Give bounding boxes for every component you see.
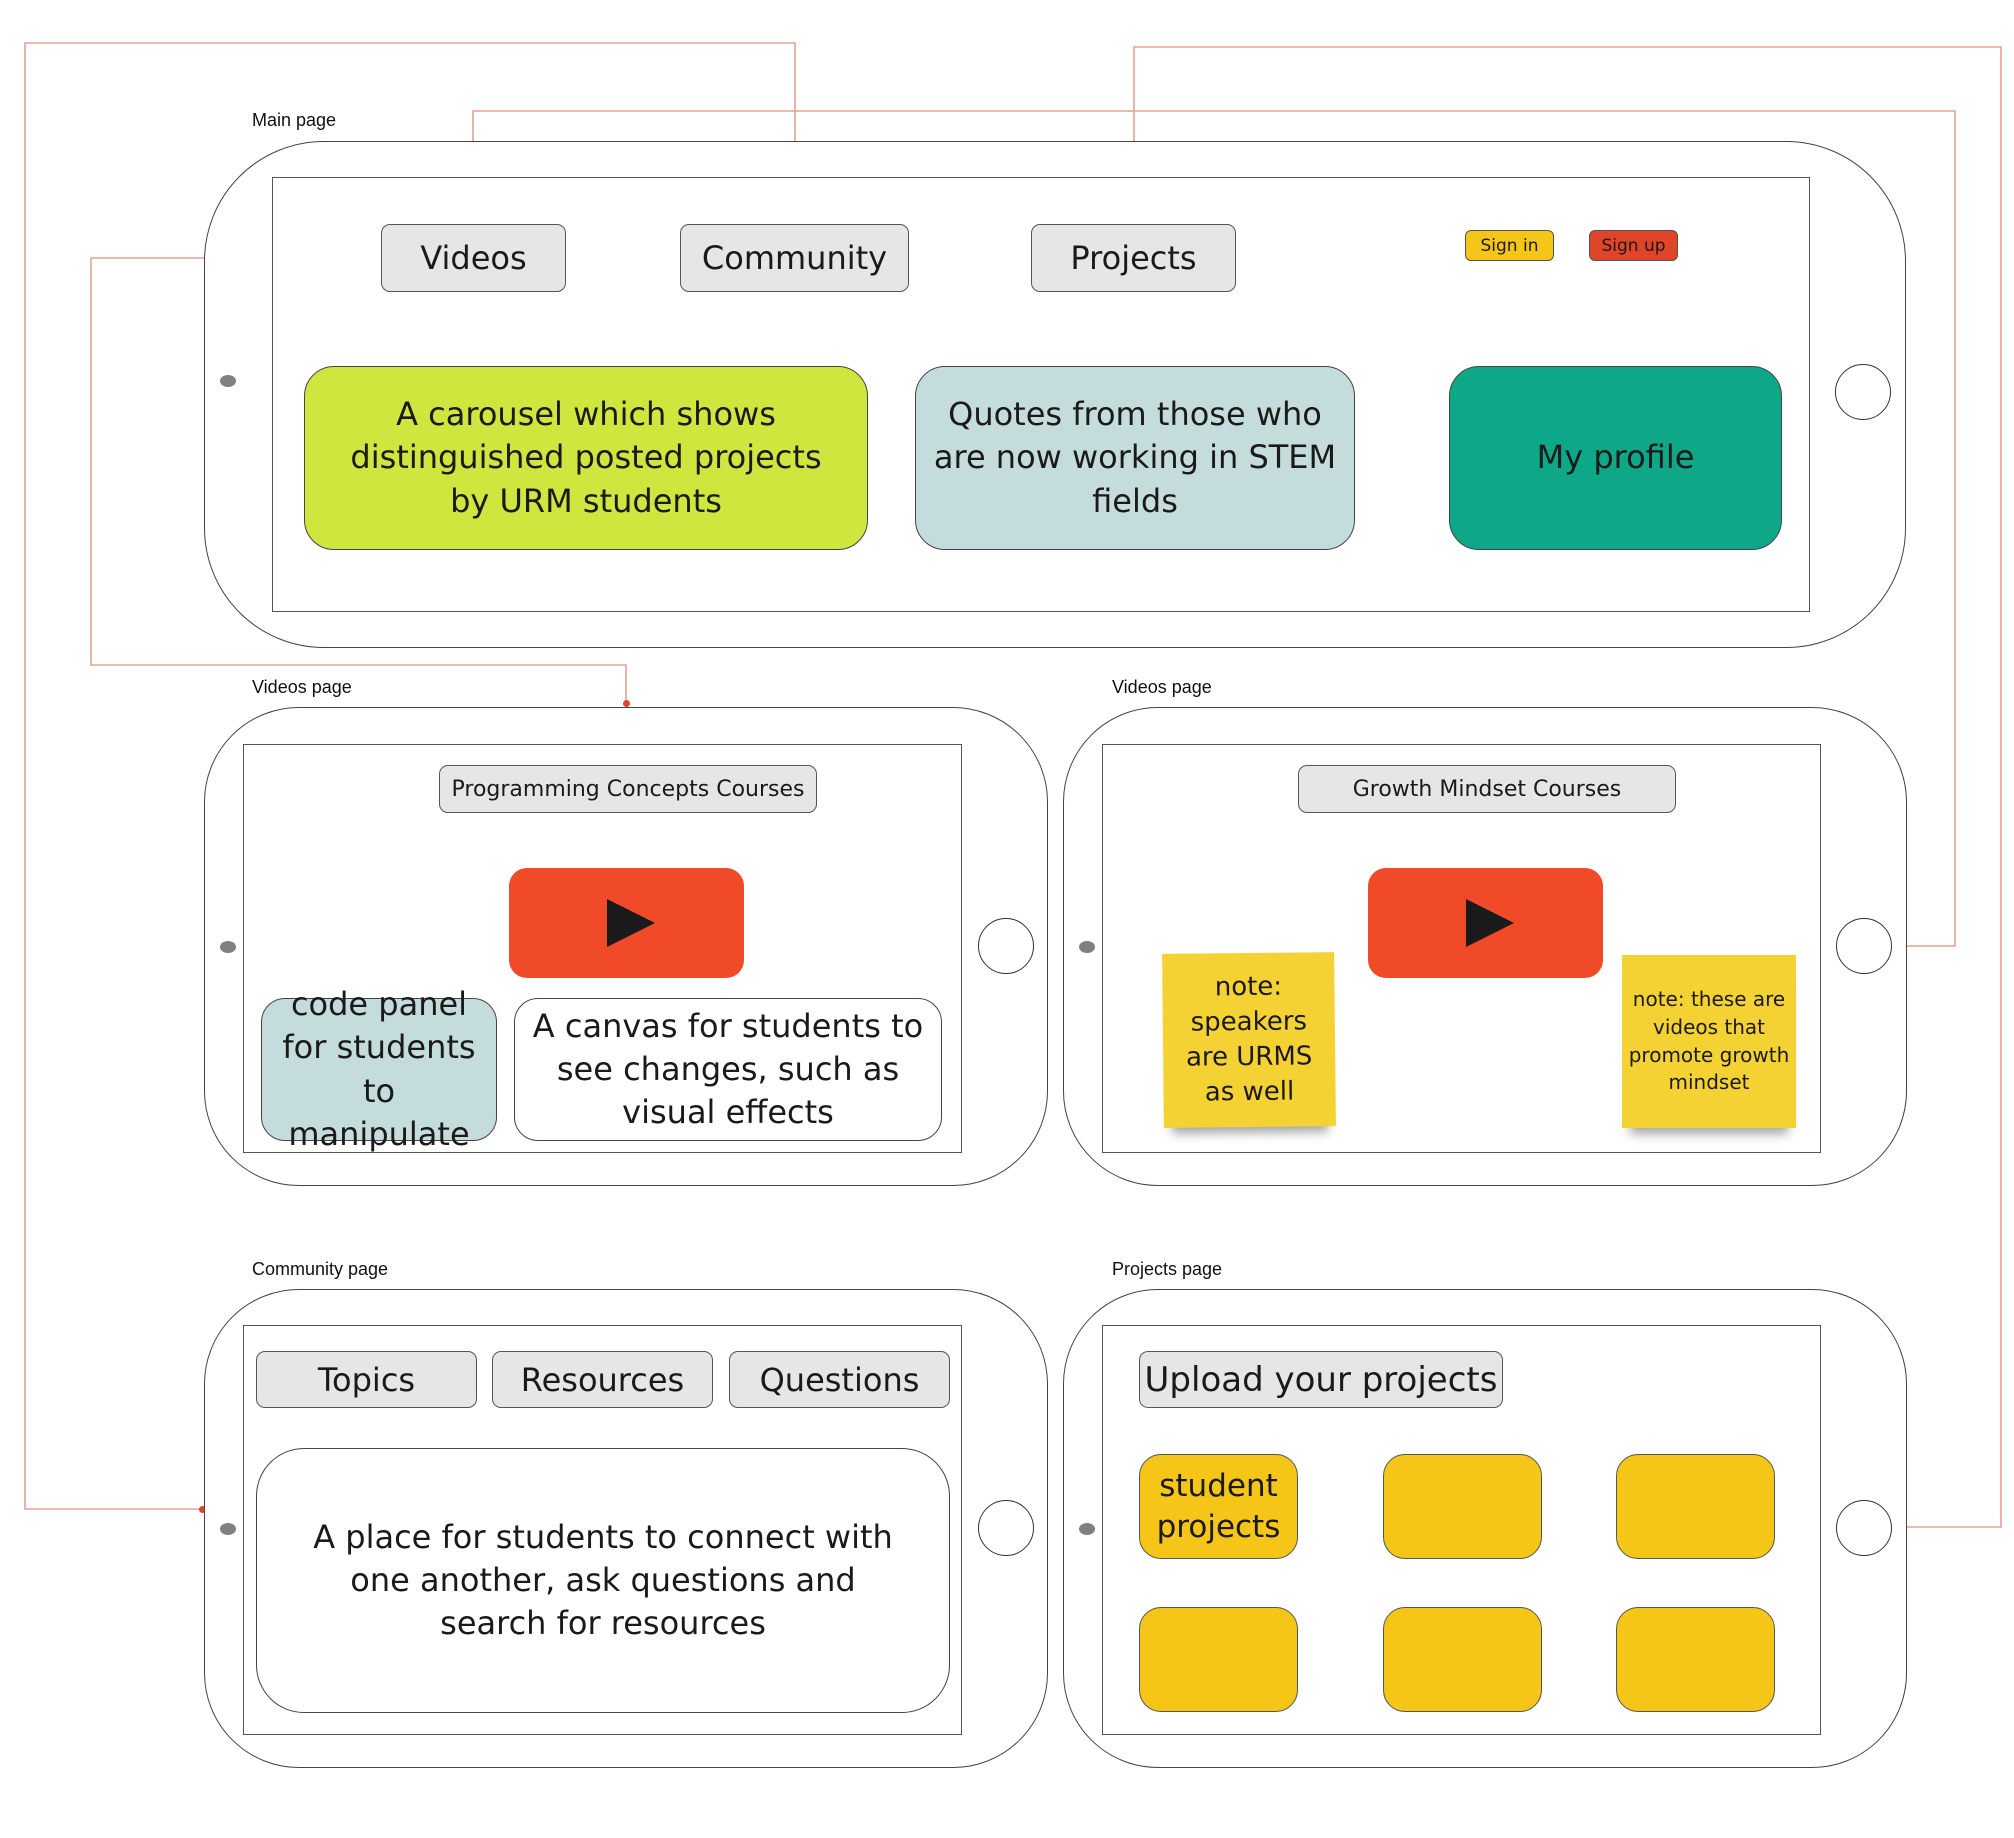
tab-topics[interactable]: Topics <box>256 1351 477 1408</box>
connector-port <box>623 700 630 707</box>
nav-community-button[interactable]: Community <box>680 224 909 292</box>
project-tile[interactable] <box>1616 1607 1775 1712</box>
play-icon[interactable] <box>1465 899 1514 947</box>
project-tile-student-projects[interactable]: student projects <box>1139 1454 1298 1559</box>
project-tile[interactable] <box>1383 1607 1542 1712</box>
videos-page-growth-device: Growth Mindset Courses note: speakers ar… <box>1063 707 1907 1186</box>
tab-resources[interactable]: Resources <box>492 1351 713 1408</box>
project-tile[interactable] <box>1616 1454 1775 1559</box>
home-button[interactable] <box>1836 1500 1892 1556</box>
upload-projects-button[interactable]: Upload your projects <box>1139 1351 1503 1408</box>
code-panel[interactable]: code panel for students to manipulate <box>261 985 497 1153</box>
project-tile[interactable] <box>1139 1607 1298 1712</box>
growth-mindset-courses-header[interactable]: Growth Mindset Courses <box>1298 765 1676 813</box>
videos-page-caption: Videos page <box>252 677 352 697</box>
camera-dot <box>1079 941 1095 953</box>
home-button[interactable] <box>1836 918 1892 974</box>
camera-dot <box>220 375 236 387</box>
videos-page-growth-screen: Growth Mindset Courses note: speakers ar… <box>1102 744 1821 1153</box>
home-button[interactable] <box>978 918 1034 974</box>
home-button[interactable] <box>978 1500 1034 1556</box>
stem-quotes-panel: Quotes from those who are now working in… <box>915 366 1355 550</box>
camera-dot <box>220 941 236 953</box>
community-page-device: Topics Resources Questions A place for s… <box>204 1289 1048 1768</box>
projects-page-screen: Upload your projects student projects <box>1102 1325 1821 1735</box>
programming-courses-header[interactable]: Programming Concepts Courses <box>439 765 817 813</box>
my-profile-button[interactable]: My profile <box>1449 366 1782 550</box>
camera-dot <box>1079 1523 1095 1535</box>
video-player[interactable] <box>1368 868 1603 978</box>
featured-projects-carousel[interactable]: A carousel which shows distinguished pos… <box>304 366 868 550</box>
projects-page-device: Upload your projects student projects <box>1063 1289 1907 1768</box>
videos-page-caption: Videos page <box>1112 677 1212 697</box>
camera-dot <box>220 1523 236 1535</box>
main-page-screen: Videos Community Projects Sign in Sign u… <box>272 177 1810 612</box>
sticky-note-growth-mindset: note: these are videos that promote grow… <box>1622 955 1796 1128</box>
visual-canvas[interactable]: A canvas for students to see changes, su… <box>514 998 942 1141</box>
nav-projects-button[interactable]: Projects <box>1031 224 1236 292</box>
nav-videos-button[interactable]: Videos <box>381 224 566 292</box>
project-tile[interactable] <box>1383 1454 1542 1559</box>
sticky-note-speakers: note: speakers are URMS as well <box>1162 952 1336 1128</box>
community-description-panel: A place for students to connect with one… <box>256 1448 950 1713</box>
play-icon[interactable] <box>606 899 655 947</box>
sign-in-button[interactable]: Sign in <box>1465 230 1554 261</box>
videos-page-programming-screen: Programming Concepts Courses code panel … <box>243 744 962 1153</box>
projects-page-caption: Projects page <box>1112 1259 1223 1279</box>
videos-page-programming-device: Programming Concepts Courses code panel … <box>204 707 1048 1186</box>
home-button[interactable] <box>1835 364 1891 420</box>
connector-port <box>199 1506 206 1513</box>
main-page-caption: Main page <box>252 110 337 130</box>
video-player[interactable] <box>509 868 744 978</box>
tab-questions[interactable]: Questions <box>729 1351 950 1408</box>
sign-up-button[interactable]: Sign up <box>1589 230 1678 261</box>
community-page-screen: Topics Resources Questions A place for s… <box>243 1325 962 1735</box>
community-page-caption: Community page <box>252 1259 389 1279</box>
main-page-device: Videos Community Projects Sign in Sign u… <box>204 141 1906 648</box>
